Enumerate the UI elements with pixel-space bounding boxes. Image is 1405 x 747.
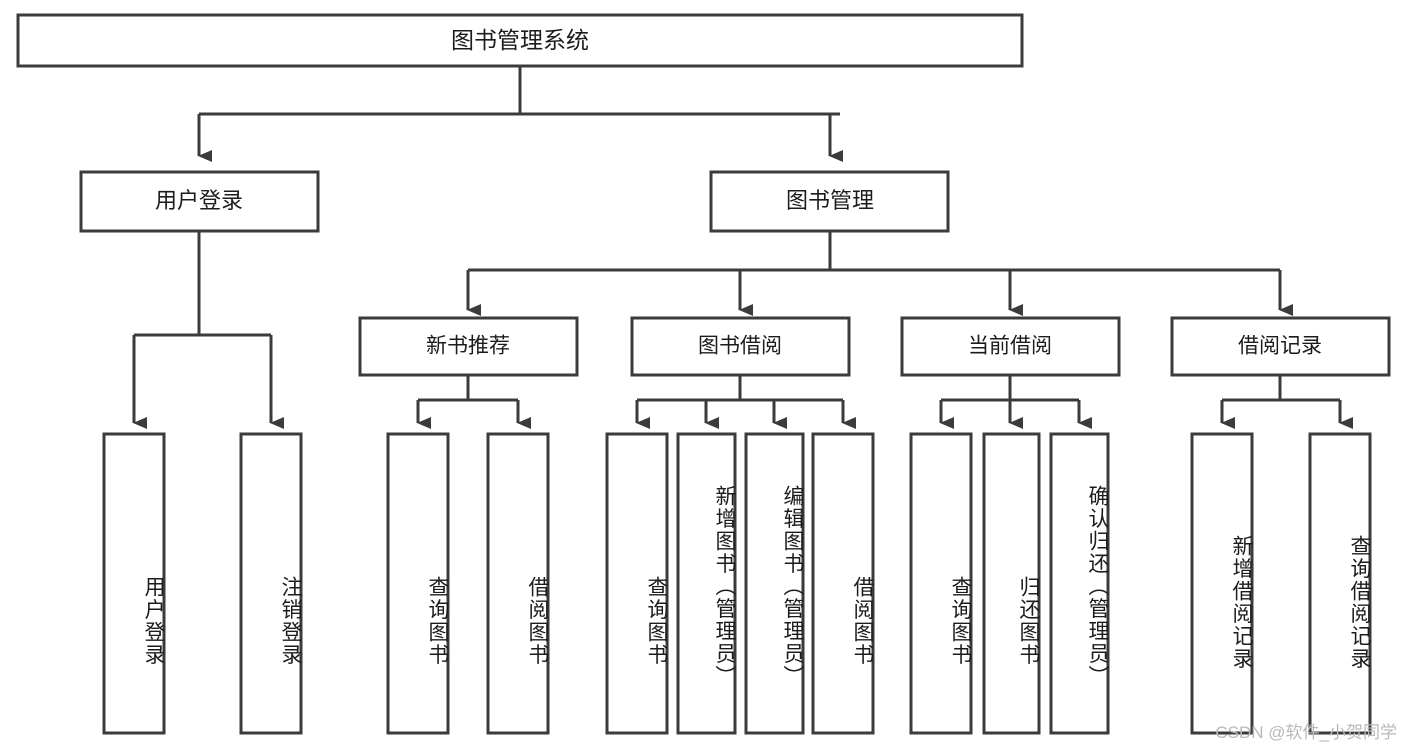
node-book-borrow[interactable]: 图书借阅 (630, 316, 851, 377)
leaf-box-borrow-2[interactable] (676, 432, 737, 735)
leaf-box-record-2[interactable] (1308, 432, 1372, 735)
node-borrow-record-label: 借阅记录 (1238, 335, 1322, 358)
node-new-book-recommend[interactable]: 新书推荐 (358, 316, 579, 377)
node-book-management-label: 图书管理 (786, 188, 874, 213)
leaf-box-new-book-1[interactable] (386, 432, 450, 735)
node-borrow-record[interactable]: 借阅记录 (1170, 316, 1391, 377)
node-user-login[interactable]: 用户登录 (79, 170, 320, 233)
connector-current-to-leaves (939, 375, 1092, 429)
node-root-label: 图书管理系统 (451, 27, 589, 53)
node-root[interactable]: 图书管理系统 (16, 13, 1024, 68)
leaf-box-user-login-1[interactable] (102, 432, 166, 735)
node-user-login-label: 用户登录 (155, 188, 243, 213)
leaf-box-borrow-4[interactable] (811, 432, 875, 735)
connector-borrow-to-leaves (635, 375, 856, 429)
connector-record-to-leaves (1220, 375, 1353, 429)
csdn-watermark: CSDN @软件_小贺同学 (1215, 723, 1397, 742)
connector-bookmgmt-to-level3 (466, 231, 1293, 316)
leaf-box-user-login-2[interactable] (239, 432, 303, 735)
leaf-box-current-3[interactable] (1049, 432, 1110, 735)
leaf-box-borrow-3[interactable] (744, 432, 805, 735)
connector-userlogin-to-leaves (132, 231, 284, 429)
node-current-borrow[interactable]: 当前借阅 (900, 316, 1121, 377)
node-book-management[interactable]: 图书管理 (709, 170, 950, 233)
connector-newbook-to-leaves (416, 375, 531, 429)
node-book-borrow-label: 图书借阅 (698, 335, 782, 358)
leaf-box-record-1[interactable] (1190, 432, 1254, 735)
leaf-box-new-book-2[interactable] (486, 432, 550, 735)
leaf-box-borrow-1[interactable] (605, 432, 669, 735)
node-current-borrow-label: 当前借阅 (968, 335, 1052, 358)
leaf-box-current-1[interactable] (909, 432, 973, 735)
node-new-book-recommend-label: 新书推荐 (426, 335, 510, 358)
leaf-box-current-2[interactable] (982, 432, 1041, 735)
connector-root-to-level2 (197, 66, 843, 162)
